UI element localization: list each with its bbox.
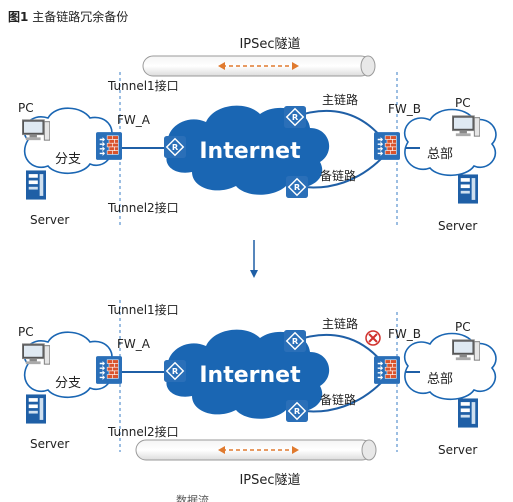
top-diagram: IPSec隧道 Tunnel1接口 Tunnel2接口 分支 总部 PC PC …	[18, 36, 497, 233]
internet-label: Internet	[199, 139, 301, 164]
internet-label-bottom: Internet	[199, 363, 301, 388]
pc-label-right: PC	[455, 96, 471, 110]
router-icon-main-bottom	[284, 330, 306, 352]
fw-a-label-bottom: FW_A	[117, 337, 151, 351]
tunnel2-interface-label-bottom: Tunnel2接口	[107, 424, 179, 439]
server-label-right: Server	[438, 219, 477, 233]
transition-arrow	[250, 240, 258, 278]
fw-a-icon	[96, 132, 122, 160]
server-label-right-bottom: Server	[438, 443, 477, 457]
fw-b-icon-bottom	[374, 356, 400, 384]
branch-label: 分支	[55, 152, 81, 167]
fw-b-label: FW_B	[388, 102, 421, 116]
fw-a-icon-bottom	[96, 356, 122, 384]
main-link-label-bottom: 主链路	[322, 316, 358, 331]
server-icon-left	[26, 170, 46, 200]
branch-label-bottom: 分支	[55, 376, 81, 391]
router-icon-backup-bottom	[286, 400, 308, 422]
ipsec-tunnel-top	[142, 55, 376, 77]
server-icon-right-bottom	[458, 398, 478, 428]
tunnel1-interface-label-bottom: Tunnel1接口	[107, 302, 179, 317]
fw-a-label: FW_A	[117, 113, 151, 127]
figure-label: 图1	[8, 10, 29, 24]
router-icon-internet-left	[164, 136, 186, 158]
router-icon-internet-left-bottom	[164, 360, 186, 382]
hq-cloud-bottom	[403, 332, 497, 401]
router-icon-backup	[286, 176, 308, 198]
tunnel-label: IPSec隧道	[239, 36, 300, 52]
hq-label-bottom: 总部	[427, 372, 453, 387]
server-label-left-bottom: Server	[30, 437, 69, 451]
link-fault-icon	[365, 330, 381, 346]
hq-cloud	[403, 108, 497, 177]
figure-title-text: 主备链路冗余备份	[32, 10, 129, 24]
server-icon-right	[458, 174, 478, 204]
server-icon-left-bottom	[26, 394, 46, 424]
bottom-diagram: Tunnel1接口 Tunnel2接口 分支 总部 PC PC Server S…	[18, 300, 497, 502]
tunnel1-interface-label: Tunnel1接口	[107, 78, 179, 93]
backup-link-label-bottom: 备链路	[320, 392, 356, 407]
backup-link-label: 备链路	[320, 168, 356, 183]
pc-label-left: PC	[18, 101, 34, 115]
ipsec-tunnel-bottom	[135, 439, 377, 461]
main-link-label: 主链路	[322, 92, 358, 107]
hq-label: 总部	[427, 147, 453, 162]
tunnel2-interface-label: Tunnel2接口	[107, 200, 179, 215]
fw-b-label-bottom: FW_B	[388, 327, 421, 341]
server-label-left: Server	[30, 213, 69, 227]
dataflow-legend-partial: 数据流	[176, 493, 209, 502]
pc-label-right-bottom: PC	[455, 320, 471, 334]
fw-b-icon	[374, 132, 400, 160]
figure-title: 图1 主备链路冗余备份	[8, 8, 128, 25]
pc-label-left-bottom: PC	[18, 325, 34, 339]
tunnel-label-bottom: IPSec隧道	[239, 472, 300, 488]
router-icon-main	[284, 106, 306, 128]
